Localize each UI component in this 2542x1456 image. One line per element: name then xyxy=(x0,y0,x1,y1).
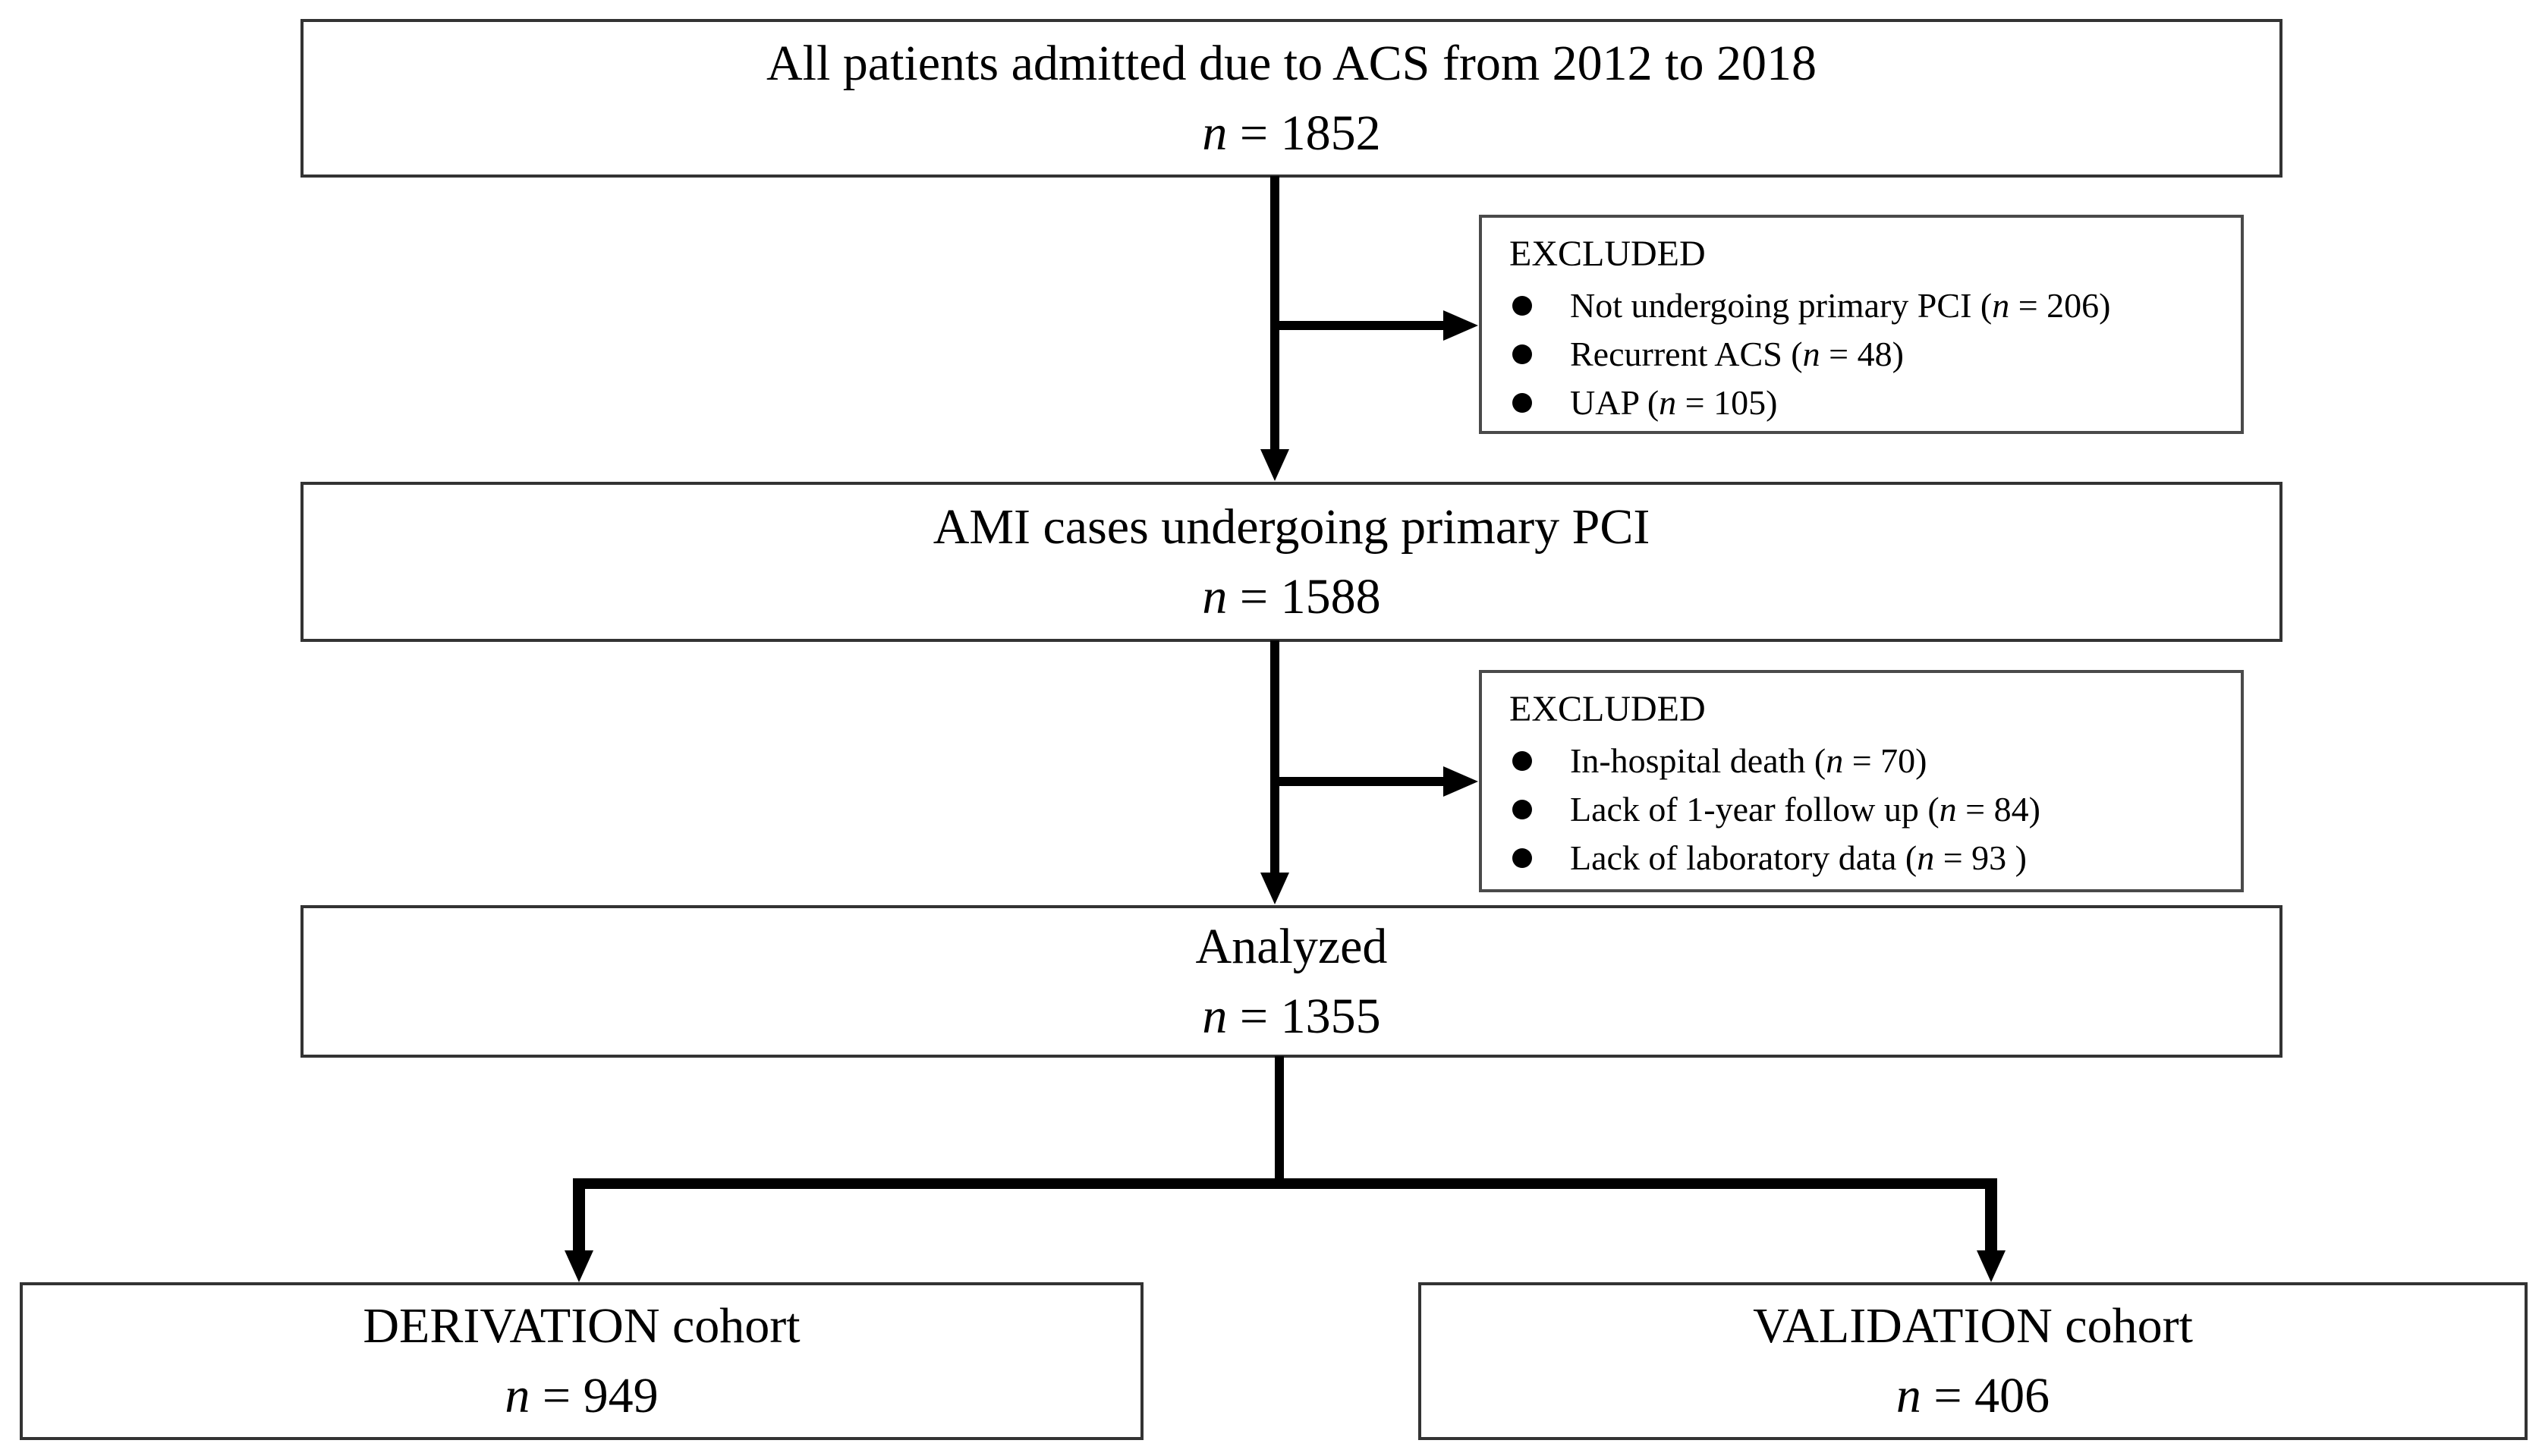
box-analyzed: Analyzed n = 1355 xyxy=(300,905,2282,1058)
box-excluded-2: EXCLUDED In-hospital death (n = 70) Lack… xyxy=(1479,670,2244,892)
bullet-icon xyxy=(1512,848,1532,868)
arrowhead-down-icon xyxy=(1260,449,1289,481)
box-analyzed-count: n = 1355 xyxy=(1202,988,1381,1044)
box-all-patients: All patients admitted due to ACS from 20… xyxy=(300,19,2282,178)
box-ami-pci-count: n = 1588 xyxy=(1202,568,1381,624)
box-all-patients-count: n = 1852 xyxy=(1202,105,1381,161)
connector-line-ami-to-analyzed xyxy=(1270,640,1279,874)
bullet-icon xyxy=(1512,296,1532,316)
connector-line-to-derivation xyxy=(573,1178,585,1254)
excluded-1-item: Not undergoing primary PCI (n = 206) xyxy=(1509,281,2226,330)
box-validation-title: VALIDATION cohort xyxy=(1753,1298,2193,1354)
excluded-1-title: EXCLUDED xyxy=(1509,234,1706,274)
connector-line-branch-excluded-2 xyxy=(1275,777,1443,786)
excluded-2-item: Lack of 1-year follow up (n = 84) xyxy=(1509,785,2226,834)
box-analyzed-title: Analyzed xyxy=(1195,918,1388,974)
excluded-1-item-text: Recurrent ACS (n = 48) xyxy=(1570,335,1904,373)
excluded-1-item-text: Not undergoing primary PCI (n = 206) xyxy=(1570,286,2111,325)
excluded-2-item: Lack of laboratory data (n = 93 ) xyxy=(1509,834,2226,882)
box-derivation-cohort: DERIVATION cohort n = 949 xyxy=(20,1282,1144,1440)
excluded-1-item-text: UAP (n = 105) xyxy=(1570,383,1778,422)
box-validation-cohort: VALIDATION cohort n = 406 xyxy=(1418,1282,2528,1440)
excluded-2-item: In-hospital death (n = 70) xyxy=(1509,737,2226,785)
bullet-icon xyxy=(1512,344,1532,364)
bullet-icon xyxy=(1512,751,1532,771)
excluded-2-item-text: Lack of laboratory data (n = 93 ) xyxy=(1570,838,2027,877)
connector-line-branch-excluded-1 xyxy=(1275,321,1443,330)
bullet-icon xyxy=(1512,393,1532,413)
connector-line-top-to-ami xyxy=(1270,176,1279,451)
arrowhead-down-icon xyxy=(1977,1250,2006,1282)
box-derivation-title: DERIVATION cohort xyxy=(363,1298,801,1354)
box-all-patients-title: All patients admitted due to ACS from 20… xyxy=(766,35,1817,91)
connector-line-to-validation xyxy=(1985,1178,1997,1254)
box-ami-pci-title: AMI cases undergoing primary PCI xyxy=(933,498,1650,555)
excluded-2-item-text: Lack of 1-year follow up (n = 84) xyxy=(1570,790,2040,829)
arrowhead-right-icon xyxy=(1443,766,1478,797)
arrowhead-down-icon xyxy=(565,1250,593,1282)
excluded-1-item: Recurrent ACS (n = 48) xyxy=(1509,330,2226,379)
excluded-1-item: UAP (n = 105) xyxy=(1509,379,2226,427)
bullet-icon xyxy=(1512,800,1532,819)
arrowhead-right-icon xyxy=(1443,310,1478,341)
box-derivation-count: n = 949 xyxy=(505,1368,659,1423)
excluded-2-title: EXCLUDED xyxy=(1509,689,1706,729)
box-excluded-1: EXCLUDED Not undergoing primary PCI (n =… xyxy=(1479,215,2244,434)
arrowhead-down-icon xyxy=(1260,873,1289,904)
connector-line-split-bar xyxy=(573,1178,1997,1189)
box-ami-pci: AMI cases undergoing primary PCI n = 158… xyxy=(300,482,2282,642)
connector-line-split-stem xyxy=(1275,1056,1284,1180)
excluded-2-item-text: In-hospital death (n = 70) xyxy=(1570,741,1927,780)
box-validation-count: n = 406 xyxy=(1895,1368,2050,1423)
